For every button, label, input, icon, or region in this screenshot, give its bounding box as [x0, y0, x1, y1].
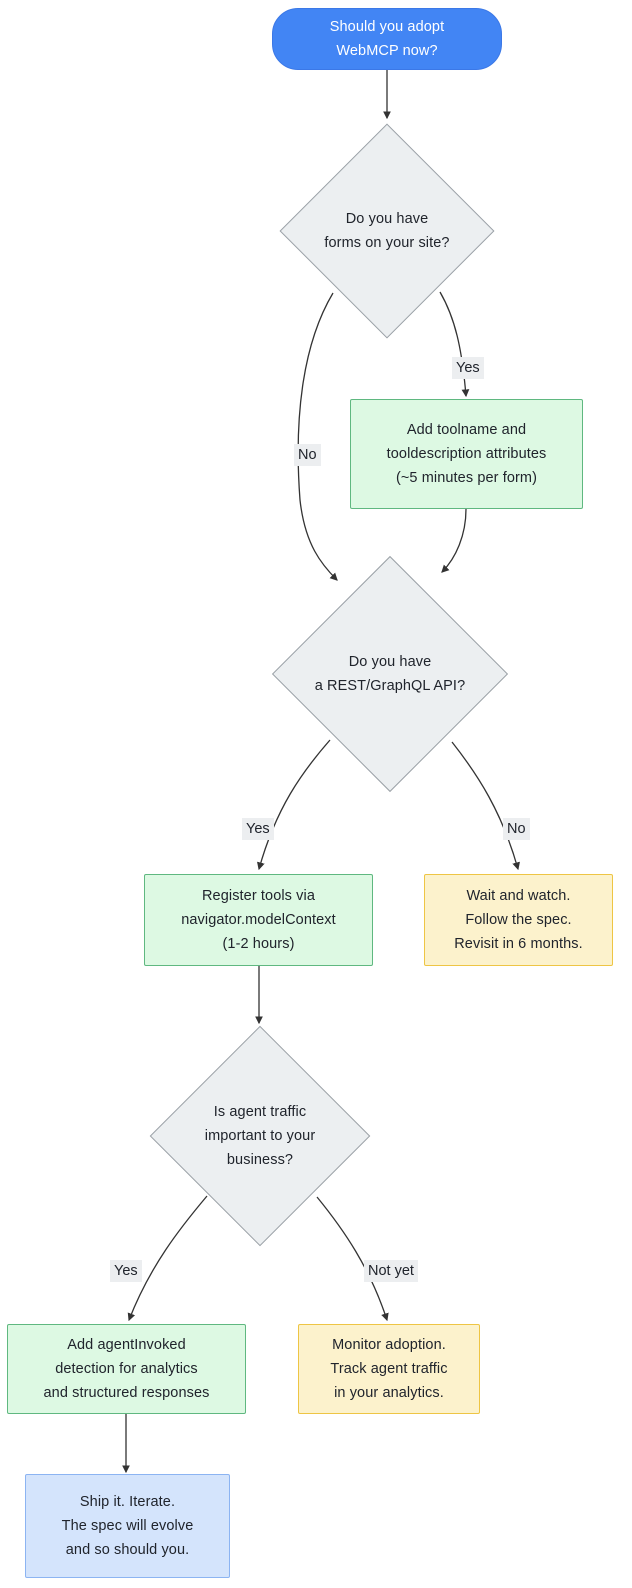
node-wait-and-watch-label: Wait and watch. Follow the spec. Revisit…: [454, 888, 583, 952]
node-ship-it[interactable]: Ship it. Iterate. The spec will evolve a…: [25, 1474, 230, 1578]
node-decision-api-label: Do you have a REST/GraphQL API?: [314, 654, 466, 694]
node-start-label: Should you adopt WebMCP now?: [329, 19, 445, 59]
edge-label-api-yes: Yes: [242, 818, 274, 840]
node-decision-forms-label: Do you have forms on your site?: [324, 211, 450, 251]
node-ship-it-label: Ship it. Iterate. The spec will evolve a…: [61, 1494, 194, 1558]
edge-label-forms-yes: Yes: [452, 357, 484, 379]
node-start[interactable]: Should you adopt WebMCP now?: [272, 8, 502, 70]
node-wait-and-watch[interactable]: Wait and watch. Follow the spec. Revisit…: [424, 874, 613, 966]
node-decision-forms[interactable]: Do you have forms on your site?: [279, 122, 495, 340]
node-action-analytics-label: Add agentInvoked detection for analytics…: [43, 1337, 210, 1401]
node-action-analytics[interactable]: Add agentInvoked detection for analytics…: [7, 1324, 246, 1414]
edge-label-traffic-not-yet: Not yet: [364, 1260, 418, 1282]
node-action-attributes[interactable]: Add toolname and tooldescription attribu…: [350, 399, 583, 509]
edge-label-forms-no: No: [294, 444, 321, 466]
node-decision-api[interactable]: Do you have a REST/GraphQL API?: [270, 555, 510, 793]
node-action-register[interactable]: Register tools via navigator.modelContex…: [144, 874, 373, 966]
edge-label-traffic-yes: Yes: [110, 1260, 142, 1282]
node-decision-traffic[interactable]: Is agent traffic important to your busin…: [149, 1025, 371, 1247]
node-monitor-adoption-label: Monitor adoption. Track agent traffic in…: [330, 1337, 448, 1401]
node-monitor-adoption[interactable]: Monitor adoption. Track agent traffic in…: [298, 1324, 480, 1414]
node-action-attributes-label: Add toolname and tooldescription attribu…: [386, 422, 547, 486]
edge-label-api-no: No: [503, 818, 530, 840]
node-action-register-label: Register tools via navigator.modelContex…: [181, 888, 336, 952]
node-decision-traffic-label: Is agent traffic important to your busin…: [204, 1104, 316, 1168]
